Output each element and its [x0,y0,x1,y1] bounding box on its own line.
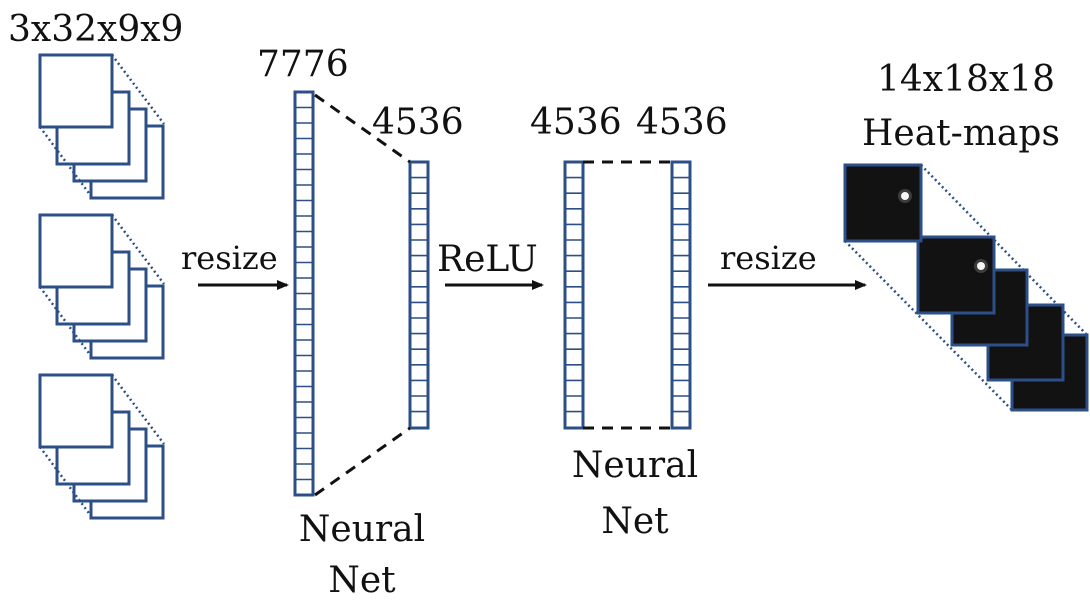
fc1-top-dash [314,93,411,164]
input-size-label: 3x32x9x9 [8,9,184,50]
heatmap-peak-glow [898,189,912,203]
input-front-slice [38,213,114,289]
vector-frame [408,160,430,430]
heatmap-name-label: Heat-maps [862,113,1060,154]
relu-label: ReLU [437,239,538,280]
fc2-caption-line2: Net [601,501,669,542]
input-volume-3 [38,373,165,520]
heatmap-peak [977,262,985,270]
resize-in-label: resize [181,239,278,277]
fc2-caption-line1: Neural [571,445,699,486]
input-volumes [38,53,165,520]
fc1-caption-line2: Net [328,560,396,601]
input-front-slice [38,53,114,129]
heatmap-size-label: 14x18x18 [877,59,1056,100]
vector-4536-fc2-output [670,160,692,430]
vector-frame [670,160,692,430]
input-volume-1 [38,53,165,200]
vector-7776 [293,90,315,497]
fc1-caption-line1: Neural [298,509,426,550]
vector-4536-fc2-input [563,160,585,430]
input-connector [38,286,93,357]
vector-frame [563,160,585,430]
heatmap-peak-glow [974,259,988,273]
heatmap-stack [843,163,1089,412]
fc2-output-size-label: 4536 [636,102,728,143]
input-connector [38,126,93,197]
fc1-bottom-dash [314,426,411,497]
fc1-output-size-label: 4536 [372,102,464,143]
fc1-input-size-label: 7776 [257,44,349,85]
input-volume-2 [38,213,165,360]
heatmap-2 [916,235,996,315]
input-connector [38,446,93,517]
vector-4536-fc1-output [408,160,430,430]
heatmap-peak [901,192,909,200]
input-front-slice [38,373,114,449]
fc2-input-size-label: 4536 [530,102,622,143]
heatmap-1 [843,163,923,243]
resize-out-label: resize [720,239,817,277]
